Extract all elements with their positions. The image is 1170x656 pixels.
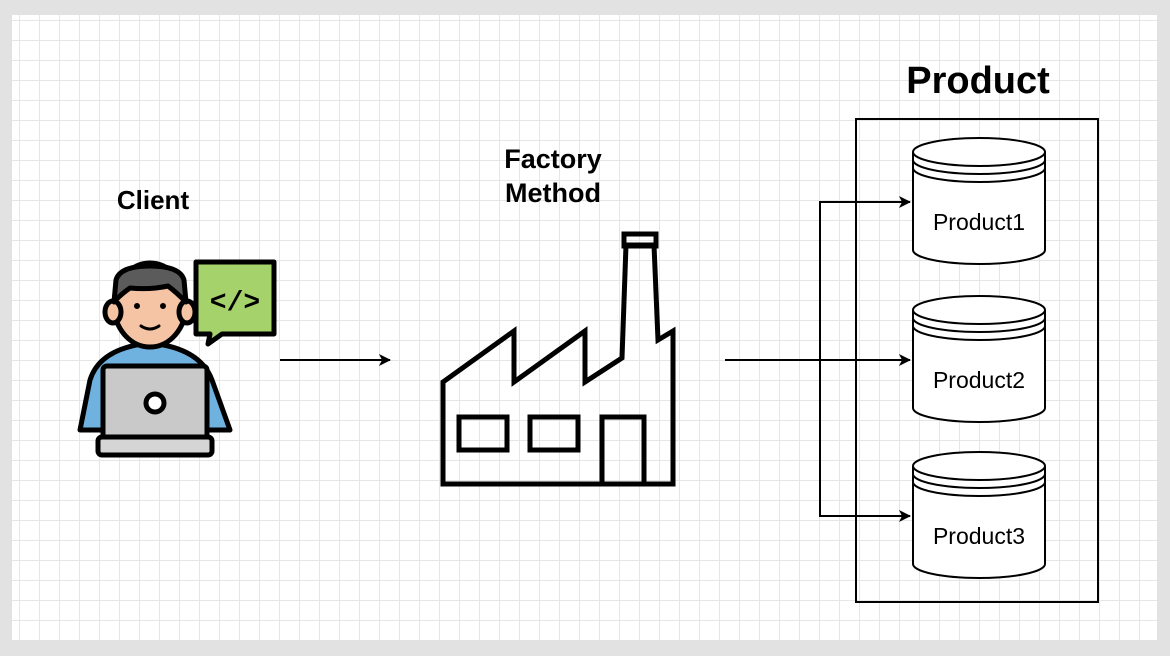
cylinder-top (912, 451, 1046, 481)
product-1-label: Product1 (933, 209, 1025, 235)
factory-label-line1: Factory (504, 144, 602, 174)
factory-method-label: Factory Method (478, 143, 628, 211)
cylinder-top (912, 295, 1046, 325)
product-3-cylinder[interactable]: Product3 (912, 451, 1046, 579)
developer-laptop-icon[interactable] (77, 259, 277, 458)
product-group-title: Product (906, 60, 1050, 102)
client-label: Client (116, 185, 190, 215)
factory-label-line2: Method (505, 177, 601, 208)
cylinder-ring (912, 473, 1046, 489)
cylinder-ring (912, 159, 1046, 175)
factory-icon[interactable] (440, 231, 676, 487)
product-2-cylinder[interactable]: Product2 (912, 295, 1046, 423)
product-container (855, 118, 1099, 603)
cylinder-ring (912, 167, 1046, 183)
cylinder-body (912, 152, 1046, 265)
cylinder-body (912, 310, 1046, 423)
cylinder-ring (912, 481, 1046, 497)
factory-to-products-connector (725, 196, 911, 522)
code-bubble-text: </> (210, 288, 260, 319)
cylinder-ring (912, 317, 1046, 333)
cylinder-top (912, 137, 1046, 167)
product-2-label: Product2 (933, 367, 1025, 393)
cylinder-ring (912, 325, 1046, 341)
product-3-label: Product3 (933, 523, 1025, 549)
cylinder-body (912, 466, 1046, 579)
product-1-cylinder[interactable]: Product1 (912, 137, 1046, 265)
